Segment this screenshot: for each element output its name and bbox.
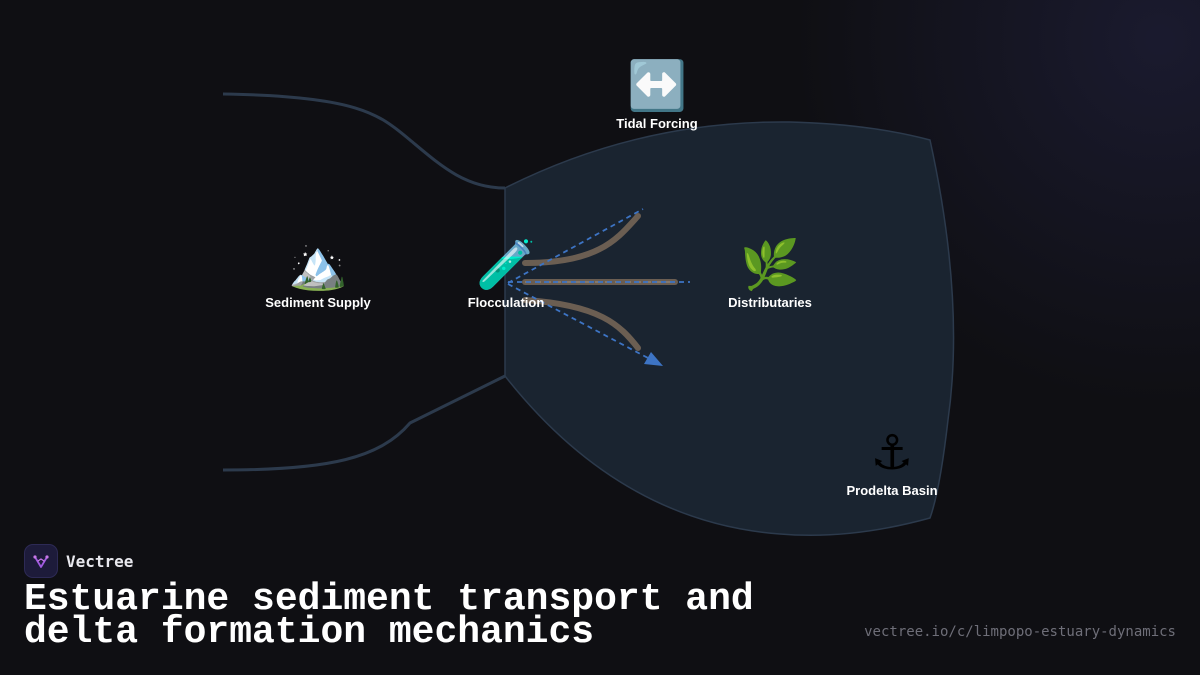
node-tidal-forcing: ↔️ Tidal Forcing <box>577 58 737 131</box>
upper-river-bank <box>222 92 506 190</box>
node-distributaries: 🌿 Distributaries <box>690 237 850 310</box>
node-label: Prodelta Basin <box>846 483 938 498</box>
node-label: Tidal Forcing <box>616 116 698 131</box>
snow-capped-mountain-icon: 🏔️ <box>288 237 348 293</box>
brand: Vectree <box>24 544 133 578</box>
node-label: Flocculation <box>467 295 545 310</box>
distributary-south <box>522 297 641 351</box>
distributary-north <box>522 213 641 266</box>
estuary-basin <box>504 121 955 537</box>
page-title: Estuarine sediment transport and delta f… <box>24 578 754 654</box>
left-right-arrow-icon: ↔️ <box>627 58 687 114</box>
source-url: vectree.io/c/limpopo-estuary-dynamics <box>864 624 1176 640</box>
brand-name: Vectree <box>66 551 134 571</box>
node-prodelta-basin: ⚓ Prodelta Basin <box>812 425 972 498</box>
anchor-icon: ⚓ <box>870 425 914 481</box>
flow-arrowhead <box>644 352 663 366</box>
node-label: Sediment Supply <box>265 295 371 310</box>
test-tube-icon: 🧪 <box>476 237 536 293</box>
flow-arrow-north <box>507 208 644 284</box>
node-flocculation: 🧪 Flocculation <box>426 237 586 310</box>
node-sediment-supply: 🏔️ Sediment Supply <box>238 237 398 310</box>
node-label: Distributaries <box>728 295 812 310</box>
lower-river-bank <box>222 374 506 472</box>
herb-icon: 🌿 <box>740 237 800 293</box>
vectree-logo-icon <box>24 544 58 578</box>
